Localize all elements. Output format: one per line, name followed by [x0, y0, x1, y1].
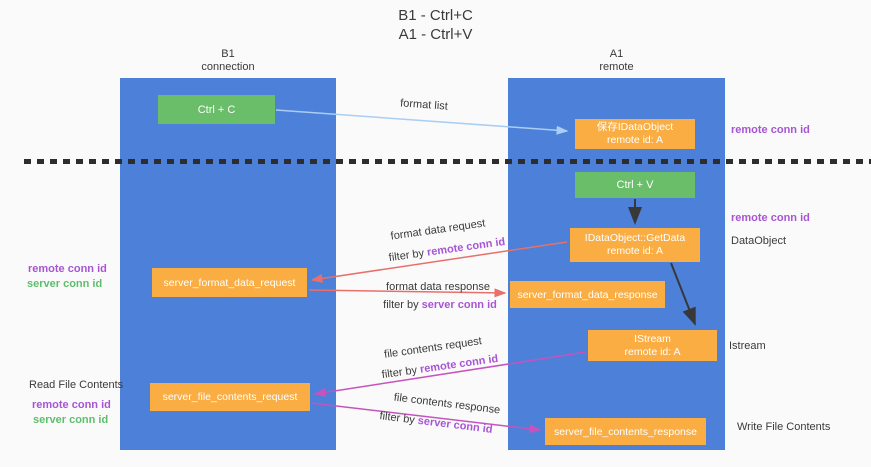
server-conn-id-text: server conn id	[421, 299, 497, 311]
label-filter-server-2: filter by server conn id	[379, 410, 493, 436]
title-line-1: B1 - Ctrl+C	[398, 7, 473, 24]
save-idataobject-line1: 保存IDataObject	[596, 121, 674, 133]
idataobject-getdata-box: IDataObject::GetData remote id: A	[570, 228, 700, 262]
phase-divider-dashed-line	[24, 159, 871, 164]
filter-by-text: filter by	[378, 410, 416, 427]
lane-b1-subtitle: connection	[201, 61, 255, 73]
getdata-line1: IDataObject::GetData	[584, 232, 686, 244]
filter-by-text: filter by	[383, 299, 419, 311]
ctrl-v-box: Ctrl + V	[575, 172, 695, 198]
lane-header-a1: A1 remote	[508, 48, 725, 74]
istream-box: IStream remote id: A	[588, 330, 717, 361]
lane-a1-title: A1	[609, 48, 624, 60]
istream-line2: remote id: A	[624, 345, 681, 358]
save-idataobject-line2: remote id: A	[606, 134, 664, 146]
title-line-2: A1 - Ctrl+V	[398, 26, 473, 43]
getdata-line2: remote id: A	[606, 245, 664, 257]
label-format-list: format list	[399, 97, 449, 113]
left-label-remote-conn-id-1: remote conn id	[28, 263, 107, 275]
right-label-write-file-contents: Write File Contents	[737, 421, 831, 433]
server-format-data-response-box: server_format_data_response	[510, 281, 665, 308]
diagram-title: B1 - Ctrl+C A1 - Ctrl+V	[0, 6, 871, 44]
right-label-remote-conn-id-2: remote conn id	[731, 212, 810, 224]
right-label-istream: Istream	[729, 340, 766, 352]
ctrl-c-box: Ctrl + C	[158, 95, 275, 124]
remote-conn-id-text: remote conn id	[426, 235, 506, 259]
save-idataobject-box: 保存IDataObject remote id: A	[575, 119, 695, 149]
right-label-dataobject: DataObject	[731, 235, 787, 247]
server-format-data-request-box: server_format_data_request	[152, 268, 307, 297]
filter-by-text: filter by	[381, 364, 418, 382]
server-conn-id-text: server conn id	[417, 414, 494, 436]
lane-a1-subtitle: remote	[599, 61, 634, 73]
left-label-remote-conn-id-2: remote conn id	[32, 399, 111, 411]
lane-header-b1: B1 connection	[120, 48, 336, 74]
server-file-contents-request-box: server_file_contents_request	[150, 383, 310, 411]
label-filter-server-1: filter by server conn id	[383, 299, 497, 311]
label-format-data-request: format data request	[389, 217, 487, 243]
server-file-contents-response-box: server_file_contents_response	[545, 418, 706, 445]
left-label-server-conn-id-1: server conn id	[27, 278, 103, 290]
left-label-read-file-contents: Read File Contents	[29, 379, 124, 391]
lane-b1-title: B1	[221, 48, 235, 60]
right-label-remote-conn-id-1: remote conn id	[731, 124, 810, 136]
label-format-data-response: format data response	[386, 281, 490, 293]
istream-line1: IStream	[634, 332, 671, 345]
filter-by-text: filter by	[388, 247, 425, 265]
left-label-server-conn-id-2: server conn id	[33, 414, 109, 426]
remote-conn-id-text: remote conn id	[419, 352, 499, 376]
